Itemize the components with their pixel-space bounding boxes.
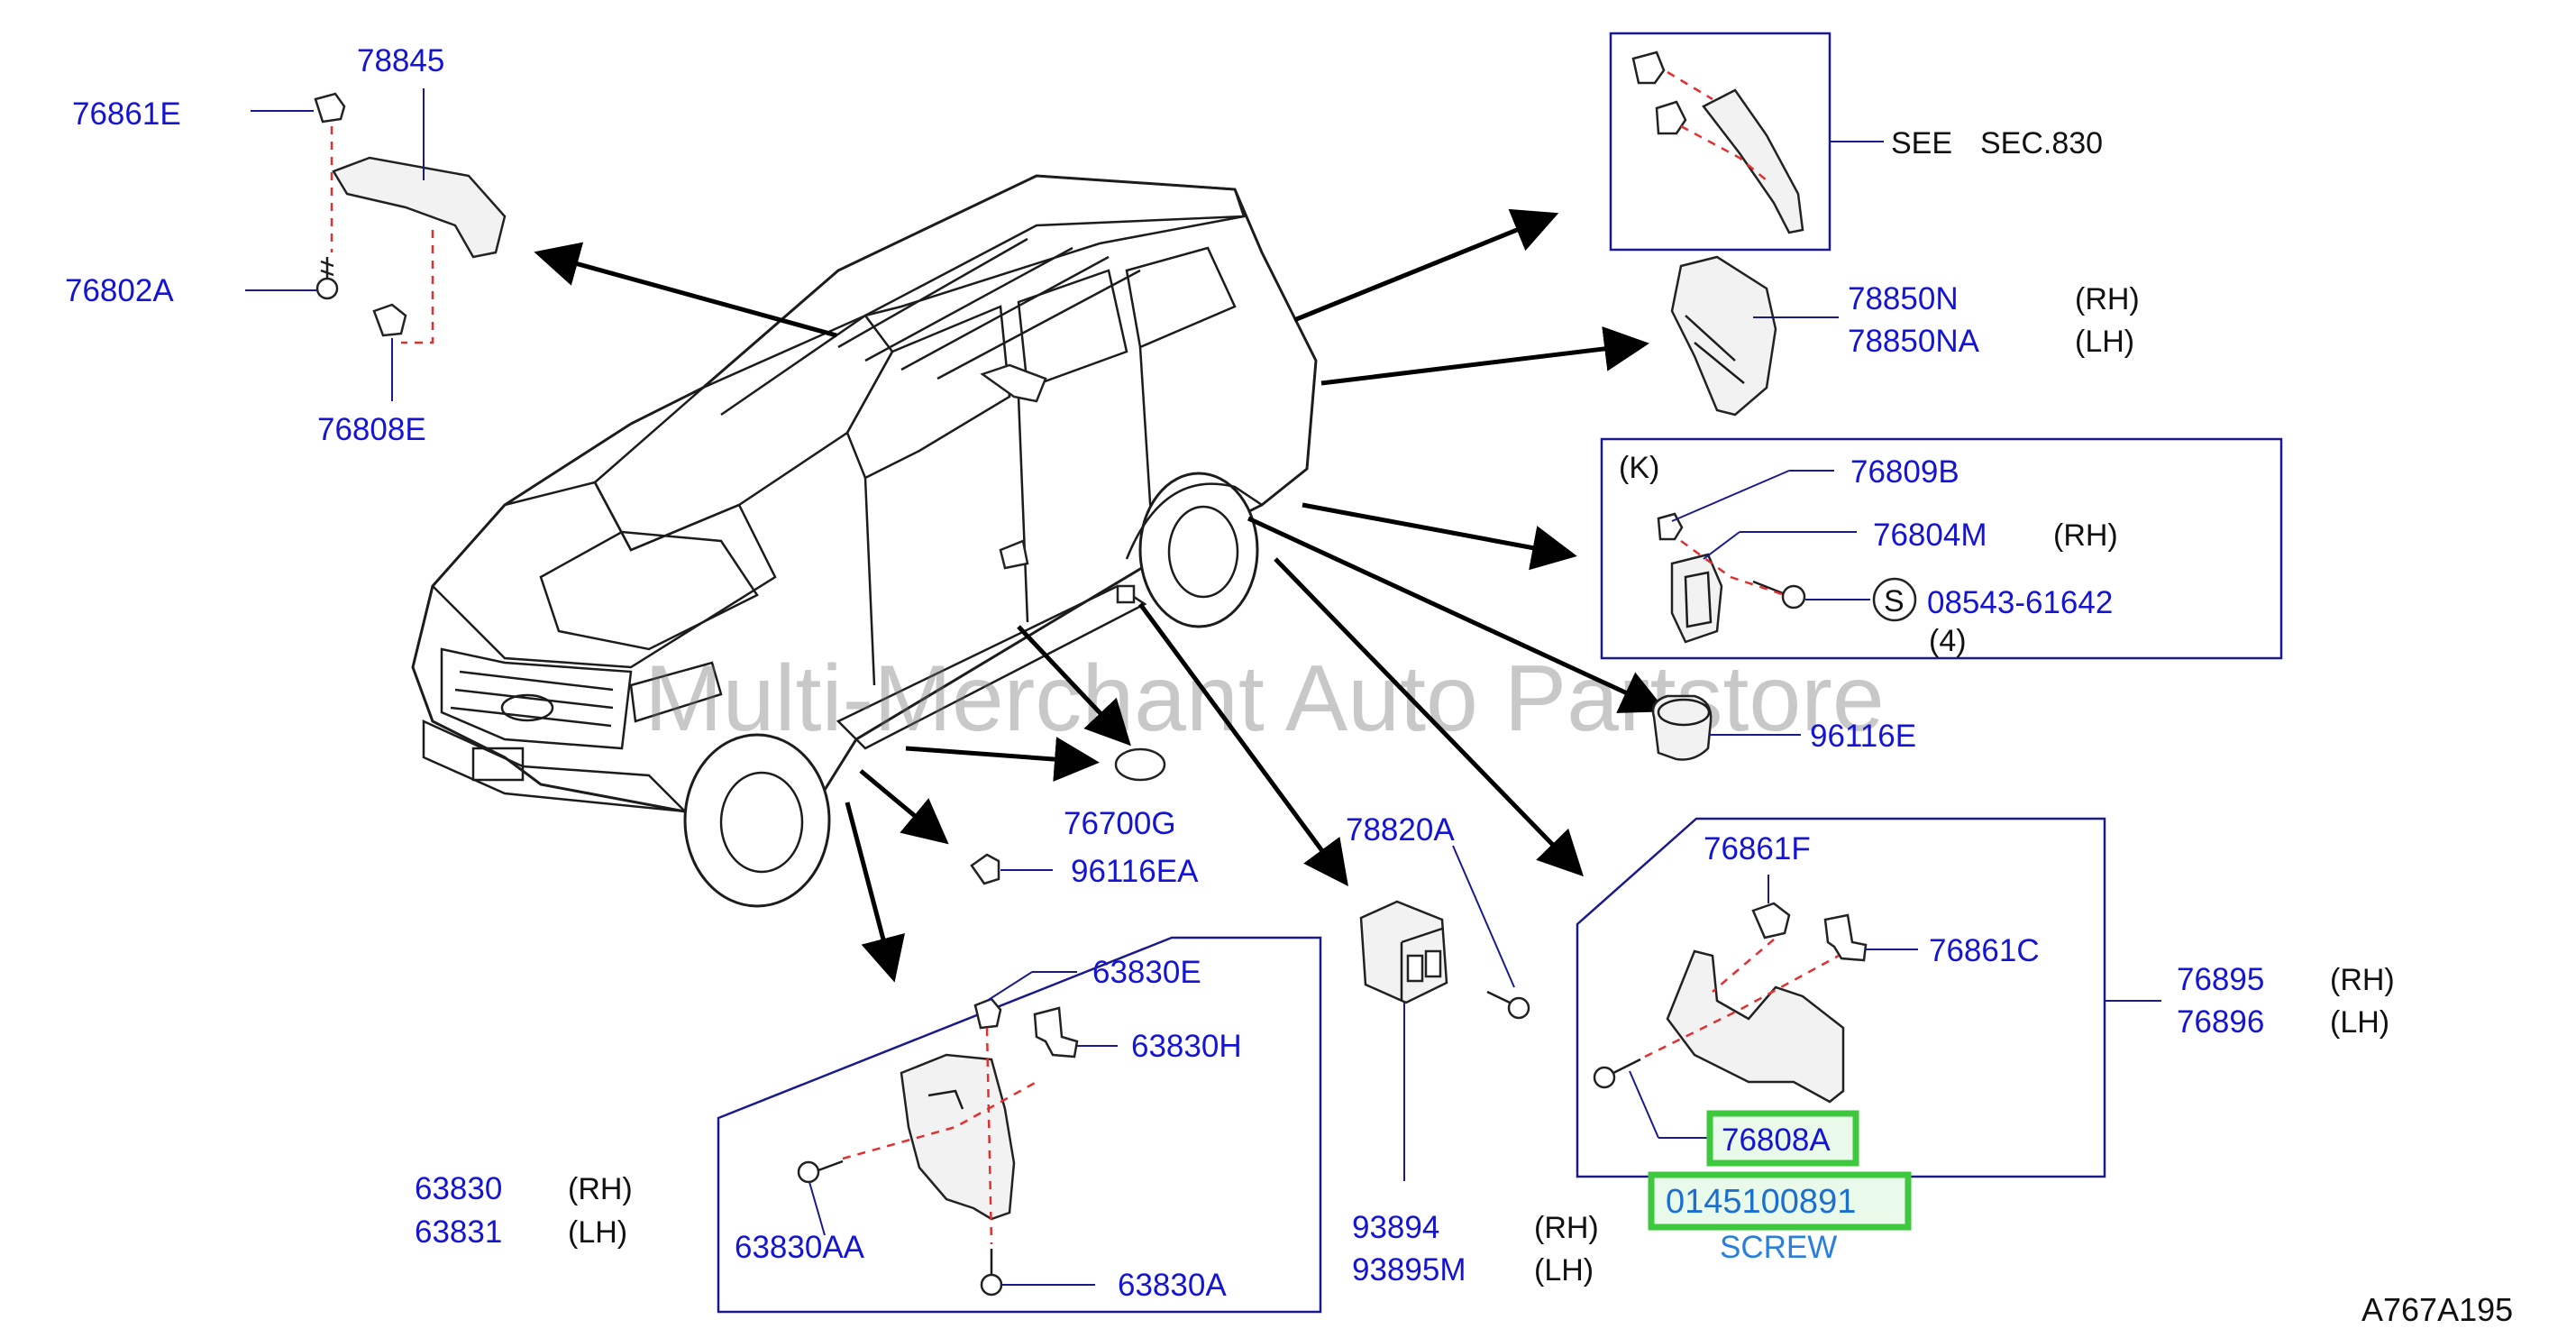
side-lh-78850na: (LH) [2075, 325, 2134, 359]
floor-plugs-group: 76700G 96116EA [970, 747, 1199, 889]
side-lh-63831: (LH) [568, 1215, 627, 1250]
quantity-4: (4) [1929, 624, 1967, 658]
side-rh-78850n: (RH) [2075, 282, 2140, 316]
front-flap-box [717, 936, 1322, 1314]
see-section-group: SEE SEC.830 [1609, 32, 2103, 252]
part-number-63831[interactable]: 63831 [415, 1214, 502, 1250]
part-number-63830e[interactable]: 63830E [1092, 955, 1201, 990]
part-number-76896[interactable]: 76896 [2177, 1004, 2264, 1040]
see-label: SEE [1891, 126, 1952, 160]
part-number-63830aa[interactable]: 63830AA [735, 1230, 865, 1265]
part-number-76808e[interactable]: 76808E [317, 412, 426, 447]
s-symbol: S [1884, 584, 1905, 619]
diagram-reference: A767A195 [2361, 1291, 2513, 1328]
highlight-box-76808a [1706, 1110, 1859, 1167]
part-number-76808a[interactable]: 76808A [1722, 1123, 1831, 1158]
tow-hook-cover-group: 78820A 93894 (RH) 93895M (LH) [1346, 812, 1599, 1288]
replacement-part-number[interactable]: 0145100891 [1666, 1183, 1856, 1221]
part-number-76861f[interactable]: 76861F [1704, 831, 1811, 866]
roof-spoiler-part-78845 [332, 156, 507, 259]
part-number-76895[interactable]: 76895 [2177, 962, 2264, 997]
rear-mud-flap-group: 76861F 76861C 76895 (RH) 76896 (LH) 7680… [1576, 817, 2395, 1265]
part-number-96116ea[interactable]: 96116EA [1071, 854, 1199, 889]
part-number-63830a[interactable]: 63830A [1118, 1268, 1227, 1303]
part-number-76809b[interactable]: 76809B [1850, 454, 1959, 490]
front-mud-flap-group: 63830E 63830H 63830 (RH) 63831 (LH) 6383… [415, 936, 1322, 1314]
side-rh-76895: (RH) [2330, 963, 2395, 997]
part-number-76804m[interactable]: 76804M [1873, 518, 1987, 553]
k-group-box [1600, 437, 2283, 660]
part-number-78850na[interactable]: 78850NA [1848, 324, 1980, 359]
replacement-part-name: SCREW [1720, 1230, 1837, 1265]
part-number-78820a[interactable]: 78820A [1346, 812, 1455, 848]
callout-arrows [534, 208, 1667, 983]
side-lh-93895m: (LH) [1534, 1253, 1594, 1288]
section-reference[interactable]: SEC.830 [1980, 126, 2103, 160]
k-label: (K) [1619, 451, 1659, 485]
vehicle-illustration [411, 174, 1318, 908]
part-number-76861c[interactable]: 76861C [1929, 933, 2040, 968]
part-number-08543-61642[interactable]: 08543-61642 [1927, 585, 2113, 620]
emblem-part [1670, 553, 1723, 644]
plug-96116e-group: 96116E [1651, 694, 1916, 761]
part-number-76802a[interactable]: 76802A [65, 273, 174, 308]
side-rh-63830: (RH) [568, 1172, 633, 1206]
rear-mud-flap-part [1666, 949, 1845, 1104]
part-number-76700g[interactable]: 76700G [1064, 806, 1176, 841]
roof-spoiler-group: 78845 76861E 76802A 76808E [65, 43, 507, 447]
rear-combination-lamp [1670, 255, 1777, 417]
part-number-78845[interactable]: 78845 [357, 43, 444, 78]
side-rh-93894: (RH) [1534, 1211, 1599, 1245]
k-badge-group: (K) S 76809B 76804M (RH) 08543-61642 (4) [1600, 437, 2283, 660]
highlight-box-0145100891 [1648, 1171, 1912, 1231]
part-number-63830h[interactable]: 63830H [1131, 1029, 1242, 1064]
part-number-96116e[interactable]: 96116E [1810, 719, 1916, 754]
side-lh-76896: (LH) [2330, 1005, 2389, 1040]
part-number-93895m[interactable]: 93895M [1352, 1252, 1466, 1288]
part-number-93894[interactable]: 93894 [1352, 1210, 1439, 1245]
plug-76700g-part [1114, 747, 1166, 782]
rear-flap-box [1576, 817, 2106, 1178]
rear-lamp-group: 78850N (RH) 78850NA (LH) [1670, 255, 2140, 417]
part-number-63830[interactable]: 63830 [415, 1171, 502, 1206]
part-number-76861e[interactable]: 76861E [72, 96, 181, 132]
side-rh-76804m: (RH) [2053, 518, 2118, 553]
part-number-78850n[interactable]: 78850N [1848, 281, 1959, 316]
